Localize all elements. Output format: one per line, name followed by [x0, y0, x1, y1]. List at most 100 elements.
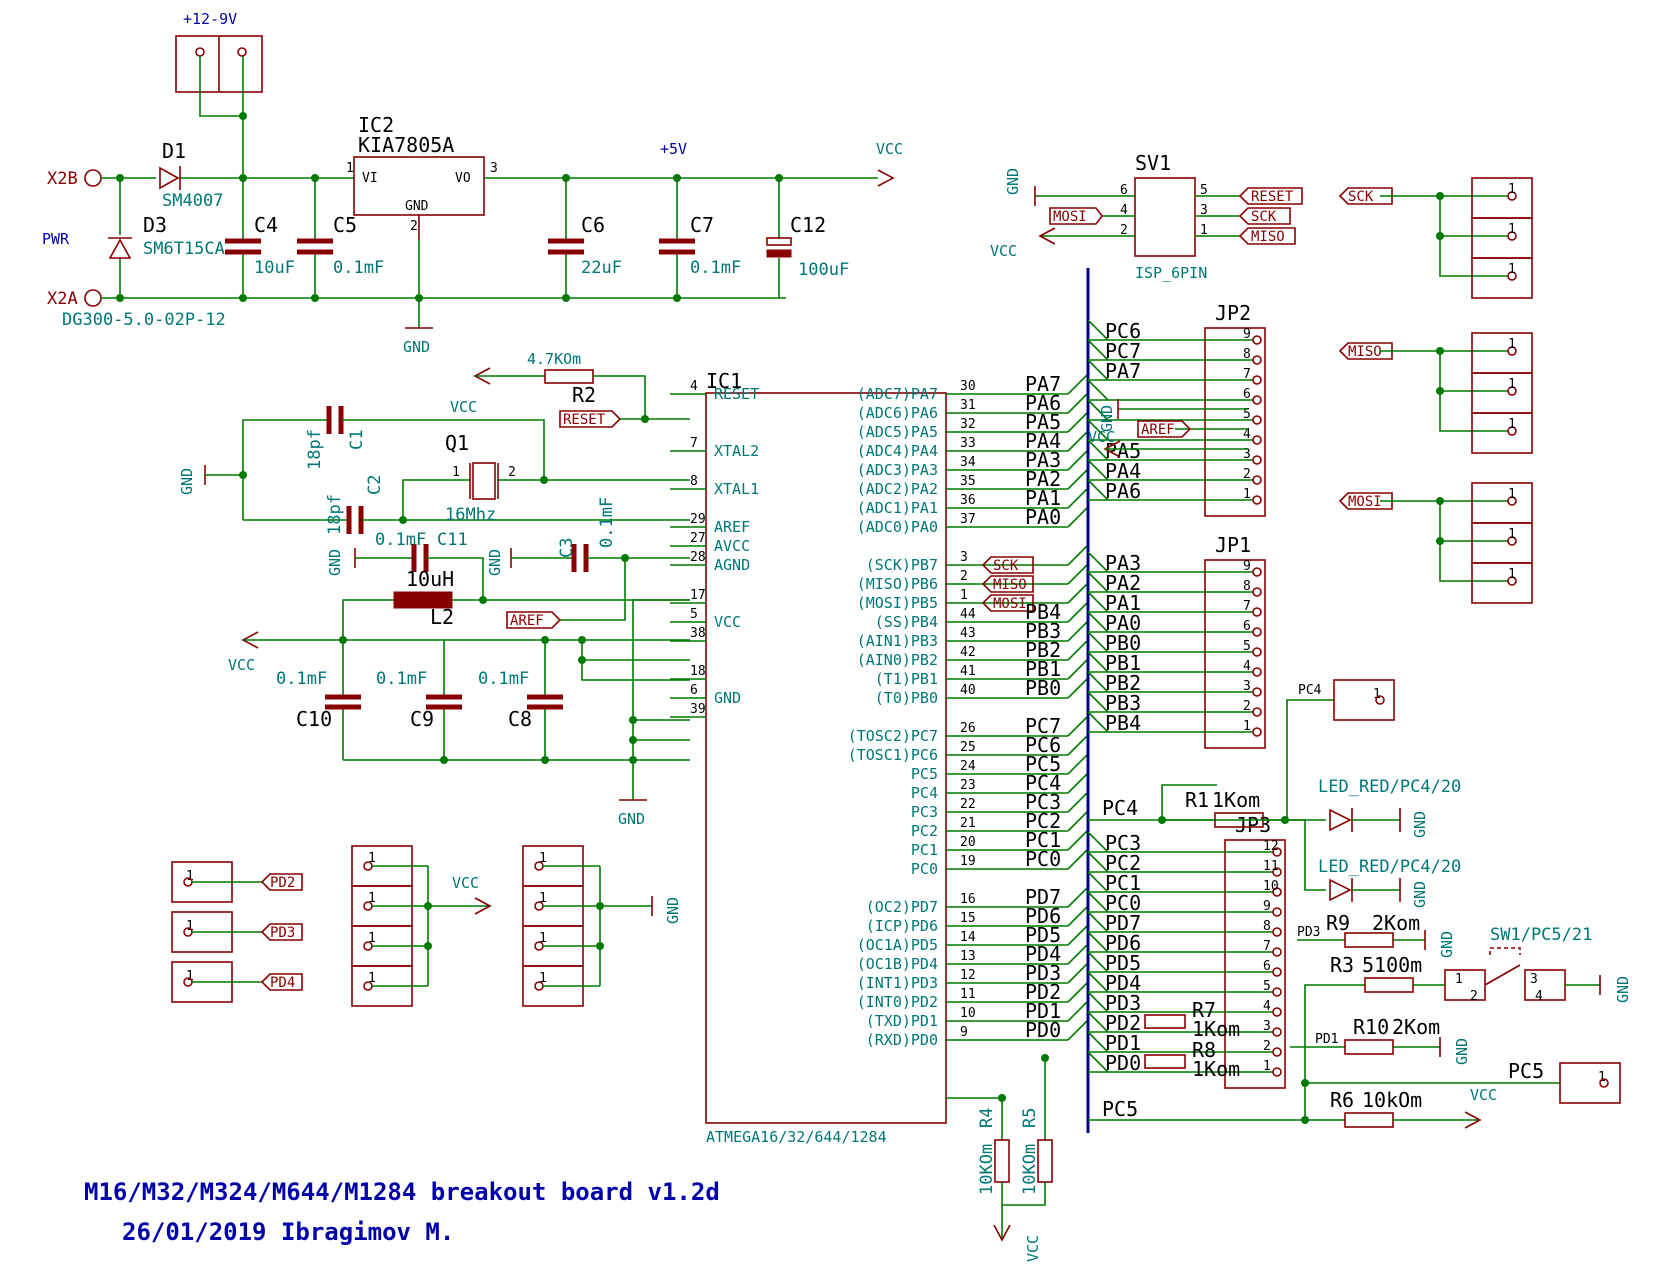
mcu-pin-name: PC0 — [911, 860, 938, 878]
header-pin[interactable] — [1252, 727, 1262, 737]
bus-entry — [1087, 891, 1109, 913]
switch-sw1[interactable] — [1484, 964, 1521, 986]
clock-reset-section: 4.7KOm R2 RESET VCC GND 18pf C1 18pf C2 … — [178, 350, 690, 535]
l2-ref: L2 — [430, 605, 454, 629]
svg-text:PC4: PC4 — [1102, 796, 1138, 820]
jumper-pin[interactable] — [1507, 346, 1517, 356]
jp3-ref: JP3 — [1235, 813, 1271, 837]
ic2-ref: IC2 — [358, 113, 394, 137]
header-pin[interactable] — [1252, 687, 1262, 697]
block-net-label: MOSI — [1348, 494, 1382, 510]
tvs-diode-d3 — [108, 238, 132, 259]
mcu-pin-name: PC2 — [911, 822, 938, 840]
header-pin[interactable] — [1252, 395, 1262, 405]
header-pin[interactable] — [1272, 987, 1282, 997]
d1-val: SM4007 — [162, 191, 223, 211]
mcu-pin-name: (INT1)PD3 — [857, 974, 938, 992]
r1-val: 1Kom — [1212, 788, 1260, 812]
bus-entry — [1087, 931, 1109, 953]
svg-text:GND: GND — [1453, 1038, 1471, 1065]
mcu-pin-number: 22 — [960, 797, 976, 812]
jumper-pin[interactable] — [1507, 496, 1517, 506]
header-pin[interactable] — [1252, 335, 1262, 345]
mcu-pin-name: PC3 — [911, 803, 938, 821]
header-pin[interactable] — [1272, 847, 1282, 857]
mcu-pin-name: (OC1B)PD4 — [857, 955, 938, 973]
header-pin[interactable] — [1252, 567, 1262, 577]
svg-text:6: 6 — [1120, 183, 1128, 198]
header-pin[interactable] — [1252, 607, 1262, 617]
svg-text:VCC: VCC — [1088, 428, 1115, 446]
mcu-pin-name: AVCC — [714, 537, 750, 555]
header-pin[interactable] — [1272, 1007, 1282, 1017]
header-pin[interactable] — [1252, 647, 1262, 657]
jumper-pin[interactable] — [1507, 426, 1517, 436]
svg-text:RESET: RESET — [1251, 189, 1294, 205]
svg-text:2: 2 — [508, 465, 516, 480]
mcu-pin-number: 25 — [960, 740, 976, 755]
jumper-pin-cell — [1471, 372, 1533, 414]
header-pin[interactable] — [1252, 495, 1262, 505]
c4-val: 10uF — [254, 258, 295, 278]
mcu-net-label: PC7 — [1025, 714, 1061, 738]
svg-text:VCC: VCC — [990, 242, 1017, 260]
mcu-pin-number: 43 — [960, 626, 976, 641]
jumper-pin-number: 1 — [1508, 222, 1516, 237]
header-pin[interactable] — [1272, 1027, 1282, 1037]
header-pin[interactable] — [1272, 887, 1282, 897]
svg-text:1: 1 — [186, 919, 194, 934]
header-pin[interactable] — [1272, 1047, 1282, 1057]
jumper-pin[interactable] — [1507, 271, 1517, 281]
header-pin[interactable] — [1252, 667, 1262, 677]
bus-entry — [1087, 711, 1109, 733]
jumper-pin[interactable] — [1507, 576, 1517, 586]
header-pin[interactable] — [1252, 475, 1262, 485]
resistor-r5 — [1037, 1139, 1053, 1183]
power-supply-section: +12-9V X2B X2A PWR DG300-5.0-02P-12 D1 S… — [42, 10, 903, 356]
mcu-pin-number: 40 — [960, 683, 976, 698]
header-pin[interactable] — [1252, 455, 1262, 465]
mcu-pin-name: RESET — [714, 385, 759, 403]
svg-text:VCC: VCC — [1470, 1086, 1497, 1104]
header-pin[interactable] — [1252, 375, 1262, 385]
svg-text:PD3: PD3 — [1297, 925, 1320, 940]
header-pin[interactable] — [1252, 627, 1262, 637]
header-pin[interactable] — [1252, 707, 1262, 717]
header-pin[interactable] — [1272, 1067, 1282, 1077]
mcu-pin-name: (TOSC2)PC7 — [848, 727, 938, 745]
bus-entry — [1087, 1051, 1109, 1073]
mcu-pin-name: (SS)PB4 — [875, 613, 938, 631]
header-pin-number: 4 — [1243, 427, 1251, 442]
header-pin[interactable] — [1272, 947, 1282, 957]
svg-text:PD1: PD1 — [1315, 1032, 1338, 1047]
jumper-pin-number: 1 — [1508, 182, 1516, 197]
r3-val: 5100m — [1362, 953, 1422, 977]
mcu-pin-name: (MOSI)PB5 — [857, 594, 938, 612]
header-pin[interactable] — [1252, 435, 1262, 445]
r7-ref: R7 — [1192, 998, 1216, 1022]
jumper-pin[interactable] — [1507, 231, 1517, 241]
header-pin[interactable] — [1252, 415, 1262, 425]
mcu-pin-number: 4 — [690, 379, 698, 394]
r8-ref: R8 — [1192, 1038, 1216, 1062]
header-pin[interactable] — [1272, 927, 1282, 937]
header-pin[interactable] — [1252, 355, 1262, 365]
bus-entry — [1067, 943, 1089, 965]
bus-entry — [1087, 339, 1109, 361]
header-pin[interactable] — [1252, 587, 1262, 597]
header-pin[interactable] — [1272, 867, 1282, 877]
mcu-net-label: PA2 — [1025, 467, 1061, 491]
c11-ref: C11 — [437, 530, 468, 550]
header-net-label: PB4 — [1105, 711, 1141, 735]
header-pin[interactable] — [1272, 907, 1282, 917]
bus-entry — [1067, 487, 1089, 509]
mcu-net-label: PD5 — [1025, 923, 1061, 947]
svg-text:PC5: PC5 — [1508, 1059, 1544, 1083]
header-pin[interactable] — [1272, 967, 1282, 977]
jumper-pin[interactable] — [1507, 191, 1517, 201]
jumper-pin[interactable] — [1507, 386, 1517, 396]
pc4-test-pin — [1333, 679, 1395, 721]
jumper-pin[interactable] — [1507, 536, 1517, 546]
mcu-pin-name: (ICP)PD6 — [866, 917, 938, 935]
